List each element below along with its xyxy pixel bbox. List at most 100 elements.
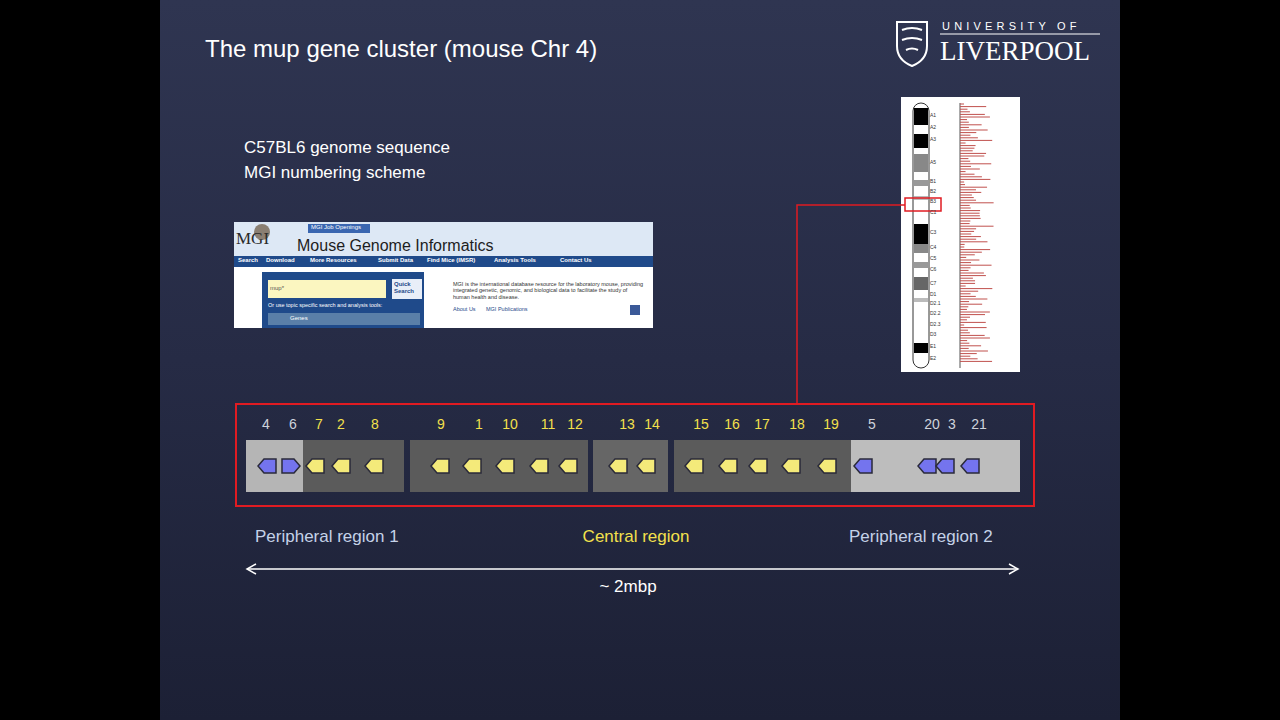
scale-label: ~ 2mbp	[599, 577, 656, 597]
gene-number: 1	[475, 416, 483, 432]
screenshot-text: Or use topic specific search and analysi…	[268, 302, 382, 308]
histogram-bar	[960, 187, 987, 188]
gene-arrows	[258, 459, 979, 473]
histogram-bar	[960, 140, 992, 141]
band-label: D2.3	[930, 322, 941, 328]
histogram-bar	[960, 135, 970, 136]
histogram-bar	[960, 330, 968, 331]
histogram-bar	[960, 156, 984, 157]
histogram-bar	[960, 312, 990, 313]
screenshot-text: Mouse Genome Informatics	[297, 237, 494, 255]
histogram-bar	[960, 163, 991, 164]
gene-number: 17	[754, 416, 770, 432]
histogram-bar	[960, 325, 964, 326]
band-label: B2	[930, 189, 936, 195]
histogram-bar	[960, 280, 975, 281]
gene-arrow	[637, 459, 655, 473]
histogram-bar	[960, 301, 969, 302]
histogram-bar	[960, 270, 969, 271]
gene-number: 19	[823, 416, 839, 432]
screenshot-text: Contact Us	[560, 257, 592, 264]
screenshot-text: Download	[266, 257, 295, 264]
gene-arrow	[609, 459, 627, 473]
histogram-bar	[960, 223, 970, 224]
logo-text: UNIVERSITY OF	[942, 20, 1081, 33]
gene-number: 10	[502, 416, 518, 432]
histogram-bar	[960, 189, 976, 190]
website-screenshot	[234, 222, 653, 328]
histogram-bar	[960, 197, 974, 198]
gene-arrow	[258, 459, 276, 473]
screenshot-text: Quick Search	[394, 281, 420, 295]
band-label: A5	[930, 160, 936, 166]
histogram-bar	[960, 319, 967, 320]
histogram-bar	[960, 205, 970, 206]
histogram-bar	[960, 221, 970, 222]
gene-arrow	[559, 459, 577, 473]
band-label: C1	[930, 210, 936, 216]
slide-title: The mup gene cluster (mouse Chr 4)	[205, 35, 597, 63]
gene-number: 7	[315, 416, 323, 432]
region-label: Central region	[583, 527, 690, 547]
histogram-bar	[960, 247, 964, 248]
band-label: A3	[930, 137, 936, 143]
histogram-bar	[960, 262, 971, 263]
histogram-bar	[960, 182, 964, 183]
screenshot-text: About Us	[453, 306, 476, 312]
gene-arrow	[685, 459, 703, 473]
histogram-bar	[960, 200, 976, 201]
note-text: MGI numbering scheme	[244, 163, 425, 183]
histogram-bar	[960, 195, 972, 196]
histogram-bar	[960, 166, 971, 167]
histogram-bar	[960, 241, 987, 242]
gene-number: 13	[619, 416, 635, 432]
histogram-bar	[960, 122, 969, 123]
histogram-bar	[960, 171, 966, 172]
histogram-bar	[960, 275, 986, 276]
note-text: C57BL6 genome sequence	[244, 138, 450, 158]
band-label: E2	[930, 356, 936, 362]
histogram-bar	[960, 304, 982, 305]
band-label: D1	[930, 292, 936, 298]
histogram-bar	[960, 218, 981, 219]
histogram-bar	[960, 283, 975, 284]
histogram-bar	[960, 231, 974, 232]
gene-arrow	[961, 459, 979, 473]
gene-number: 18	[789, 416, 805, 432]
histogram-bar	[960, 267, 971, 268]
band-label: C7	[930, 281, 936, 287]
band-label: E1	[930, 344, 936, 350]
histogram-bar	[960, 273, 984, 274]
histogram-bar	[960, 117, 990, 118]
histogram-bar	[960, 286, 966, 287]
histogram-bar	[960, 348, 969, 349]
band-label: C3	[930, 230, 936, 236]
screenshot-text: MGI is the international database resour…	[453, 281, 645, 300]
screenshot-text: MGI Publications	[486, 306, 528, 312]
histogram-bar	[960, 215, 980, 216]
histogram-bar	[960, 345, 981, 346]
histogram-bar	[960, 148, 974, 149]
histogram-bar	[960, 296, 976, 297]
histogram-bar	[960, 299, 987, 300]
screenshot-text: More Resources	[310, 257, 357, 264]
histogram-bar	[960, 260, 979, 261]
band-label: B3	[930, 199, 936, 205]
histogram-bar	[960, 309, 967, 310]
band-label: A1	[930, 113, 936, 119]
histogram-bar	[960, 109, 967, 110]
region-label: Peripheral region 1	[255, 527, 399, 547]
histogram-bar	[960, 234, 971, 235]
cluster-track	[236, 404, 1034, 506]
zoom-indicator	[797, 198, 941, 403]
band-label: C6	[930, 267, 936, 273]
histogram-bar	[960, 127, 969, 128]
gene-arrow	[496, 459, 514, 473]
histogram-bar	[960, 145, 976, 146]
histogram-bar	[960, 351, 988, 352]
histogram-bar	[960, 132, 976, 133]
gene-number: 5	[868, 416, 876, 432]
histogram-bar	[960, 356, 970, 357]
